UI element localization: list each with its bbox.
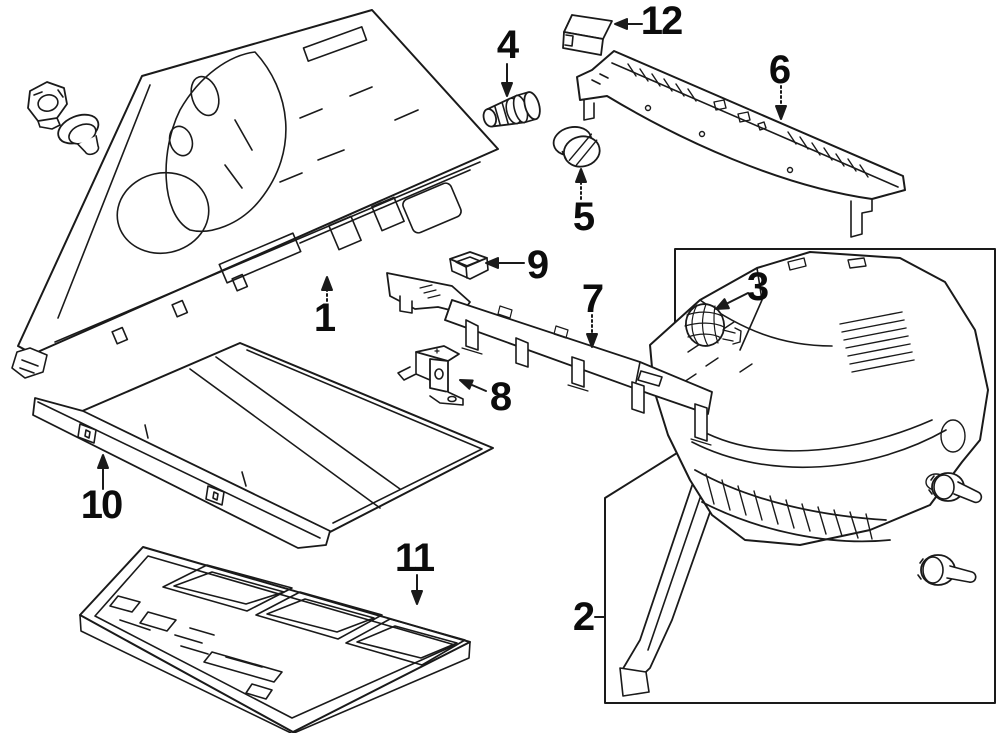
callout-4-arrow xyxy=(501,63,513,97)
callout-11-arrow xyxy=(411,574,423,605)
part-1-quarter-trim-left-drawing xyxy=(11,9,499,379)
part-12-cover-block-drawing xyxy=(562,14,613,56)
push-clip-fastener-drawing xyxy=(57,113,100,156)
grommet-nut-fastener-drawing xyxy=(27,81,68,130)
part-10-cargo-cover-drawing xyxy=(32,342,494,549)
callout-5-arrow xyxy=(575,168,587,200)
callout-label-2: 2 xyxy=(572,595,595,639)
callout-label-4: 4 xyxy=(496,23,519,67)
part-9-storage-cup-drawing xyxy=(449,251,489,280)
callout-label-8: 8 xyxy=(489,375,512,419)
callout-label-12: 12 xyxy=(640,0,683,43)
callout-7-arrow xyxy=(586,314,598,348)
push-pin-fastener-lower-drawing xyxy=(917,554,977,586)
part-2-quarter-trim-right-drawing xyxy=(619,251,989,697)
part-6-sill-plate-drawing xyxy=(576,50,906,238)
callout-1-arrow xyxy=(321,276,333,302)
callout-9-arrow xyxy=(485,257,525,269)
callout-arrows xyxy=(97,18,787,618)
callout-12-arrow xyxy=(614,18,643,30)
part-4-stud-clip-drawing xyxy=(482,91,541,128)
callout-label-5: 5 xyxy=(572,195,595,239)
part-8-bracket-drawing xyxy=(397,345,464,406)
callout-6-arrow xyxy=(775,85,787,120)
callout-label-3: 3 xyxy=(746,265,769,309)
callout-3-arrow xyxy=(715,292,749,310)
callout-label-11: 11 xyxy=(394,536,435,580)
callout-label-10: 10 xyxy=(80,483,123,527)
part-11-storage-tray-drawing xyxy=(79,546,471,733)
push-pin-fastener-upper-drawing xyxy=(928,472,983,504)
callout-label-6: 6 xyxy=(768,48,791,92)
callout-10-arrow xyxy=(97,454,109,490)
callout-8-arrow xyxy=(459,379,487,392)
callout-label-1: 1 xyxy=(313,296,336,340)
callout-label-7: 7 xyxy=(581,277,604,321)
part-3-net-knob-drawing xyxy=(684,303,742,347)
callout-label-9: 9 xyxy=(526,243,549,287)
part-7-support-rail-drawing xyxy=(386,272,713,446)
part-5-twist-lock-drawing xyxy=(552,126,601,168)
